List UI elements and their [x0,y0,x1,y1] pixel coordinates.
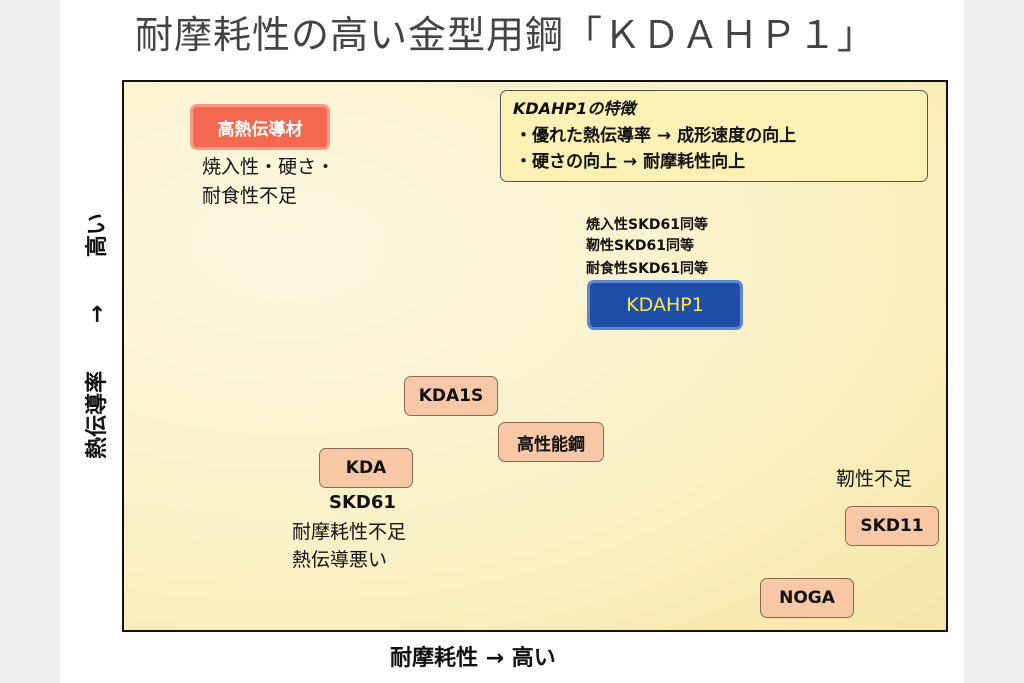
kda1s-box: KDA1S [404,376,498,416]
kda-note-skd61: SKD61 [329,492,396,513]
features-heading: KDAHP1の特徴 [513,99,636,118]
high-performance-steel-box: 高性能鋼 [498,422,604,462]
diagram-plot-area: 高熱伝導材 焼入性・硬さ・ 耐食性不足 KDAHP1の特徴 ・優れた熱伝導率 →… [122,80,948,632]
kdahp1-box: KDAHP1 [587,280,743,330]
y-axis-label: 熱伝導率 → 高い [85,213,110,459]
high-conductivity-box: 高熱伝導材 [190,104,330,150]
kda-note-2: 耐摩耗性不足 [292,521,407,543]
x-axis-label: 耐摩耗性 → 高い [390,646,556,671]
kdahp1-note-1: 焼入性SKD61同等 [586,217,709,233]
noga-box: NOGA [760,578,854,618]
features-box: KDAHP1の特徴 ・優れた熱伝導率 → 成形速度の向上 ・硬さの向上 → 耐摩… [500,90,928,182]
left-margin [0,0,60,683]
skd11-box: SKD11 [845,506,939,546]
feature-item-1: ・優れた熱伝導率 → 成形速度の向上 [515,126,797,146]
right-margin [964,0,1024,683]
high-conductivity-note-1: 焼入性・硬さ・ [202,156,336,178]
kda-box: KDA [319,448,413,488]
feature-item-2: ・硬さの向上 → 耐摩耗性向上 [515,152,746,172]
page-title: 耐摩耗性の高い金型用鋼「ＫＤＡＨＰ１」 [135,13,877,57]
kdahp1-note-2: 靭性SKD61同等 [586,238,695,254]
skd11-note: 靭性不足 [836,468,913,490]
high-conductivity-note-2: 耐食性不足 [202,185,298,207]
kda-note-3: 熱伝導悪い [292,549,388,571]
kdahp1-note-3: 耐食性SKD61同等 [586,261,709,277]
